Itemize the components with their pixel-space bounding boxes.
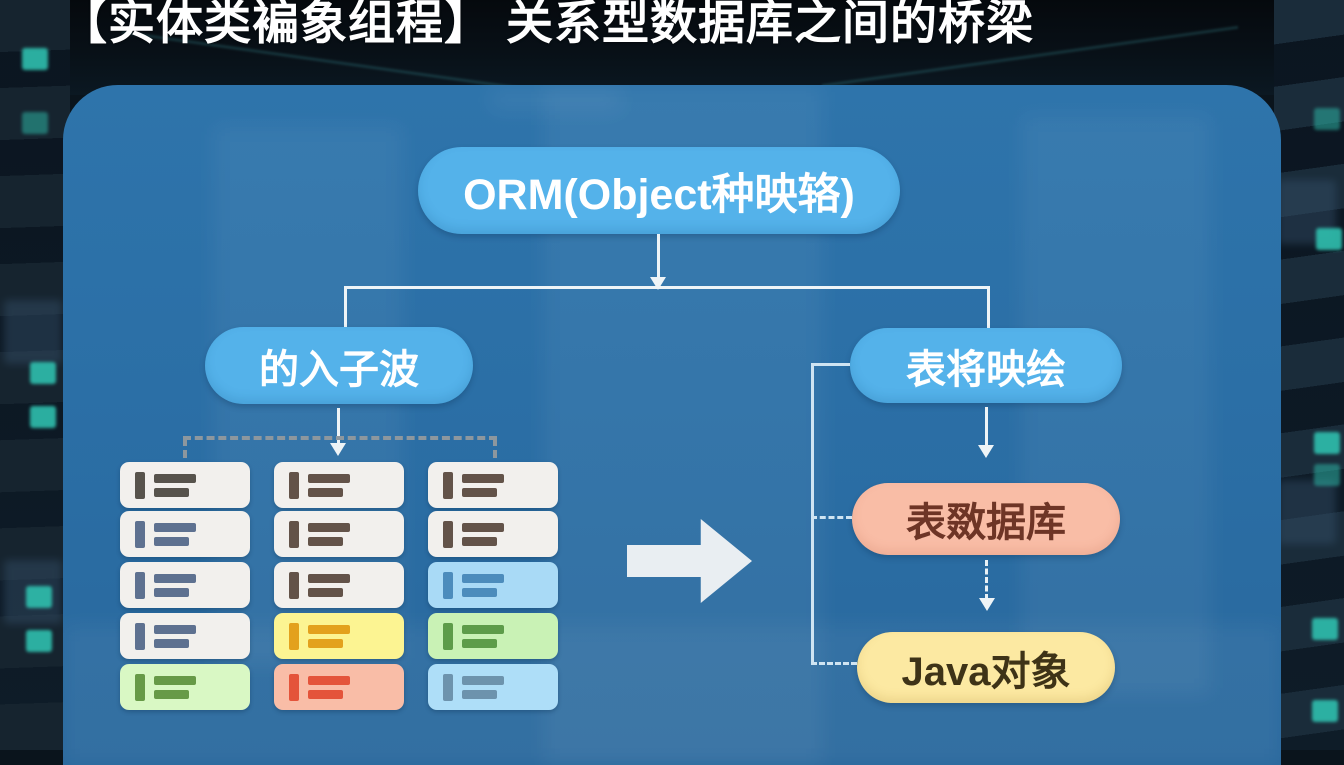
server-light	[30, 406, 56, 428]
server-light	[26, 586, 52, 608]
record-card	[274, 562, 404, 608]
list-item-icon	[135, 673, 145, 701]
record-card	[120, 562, 250, 608]
connector-line	[987, 286, 990, 328]
record-card	[274, 511, 404, 557]
server-light	[1314, 432, 1340, 454]
server-light	[26, 630, 52, 652]
record-card	[274, 462, 404, 508]
server-light	[1314, 464, 1340, 486]
server-light	[1314, 108, 1340, 130]
page-title: 【实体类褊象组程】 关系型数据库之间的桥梁	[60, 0, 1035, 49]
dashed-distributor-line	[183, 436, 497, 440]
record-card	[120, 664, 250, 710]
record-card	[120, 462, 250, 508]
record-card	[428, 462, 558, 508]
arrowhead-down-icon	[330, 443, 346, 456]
arrowhead-down-icon	[978, 445, 994, 458]
node-table-mapping: 表将映绘	[850, 328, 1122, 403]
dashed-drop-line	[493, 438, 497, 458]
panel-texture	[488, 87, 623, 113]
list-item-icon	[289, 520, 299, 548]
node-entity-classes: 的入子波	[205, 327, 473, 404]
arrowhead-down-icon	[979, 598, 995, 611]
connector-line	[344, 286, 990, 289]
server-rack-left	[0, 0, 70, 750]
list-item-icon	[135, 571, 145, 599]
record-card	[120, 511, 250, 557]
bracket-stub	[811, 363, 850, 366]
bracket-line	[811, 363, 814, 665]
list-item-icon	[289, 673, 299, 701]
record-card	[428, 511, 558, 557]
record-card	[274, 613, 404, 659]
list-item-icon	[135, 471, 145, 499]
connector-line	[344, 286, 347, 328]
list-item-icon	[443, 673, 453, 701]
list-item-icon	[289, 571, 299, 599]
server-room-ceiling	[0, 0, 1344, 95]
list-item-icon	[135, 520, 145, 548]
list-item-icon	[443, 571, 453, 599]
list-item-icon	[443, 471, 453, 499]
dashed-connector-line	[985, 560, 988, 600]
server-light	[1312, 700, 1338, 722]
connector-line	[337, 408, 340, 445]
connector-line	[985, 407, 988, 447]
dashed-drop-line	[183, 438, 187, 458]
list-item-icon	[289, 471, 299, 499]
record-card	[428, 613, 558, 659]
list-item-icon	[443, 520, 453, 548]
record-card	[428, 664, 558, 710]
list-item-icon	[443, 622, 453, 650]
server-rack-right	[1274, 0, 1344, 750]
panel-texture	[1021, 115, 1211, 695]
node-database: 表敪据库	[852, 483, 1120, 555]
server-light	[30, 362, 56, 384]
record-card	[274, 664, 404, 710]
bracket-stub-dashed	[811, 516, 852, 519]
node-orm-root: ORM(Object种映辂)	[418, 147, 900, 234]
record-card	[428, 562, 558, 608]
list-item-icon	[289, 622, 299, 650]
record-card	[120, 613, 250, 659]
server-light	[1312, 618, 1338, 640]
connector-line	[657, 234, 660, 280]
list-item-icon	[135, 622, 145, 650]
server-light	[1316, 228, 1342, 250]
bracket-stub-dashed	[811, 662, 857, 665]
node-java-object: Java对象	[857, 632, 1115, 703]
